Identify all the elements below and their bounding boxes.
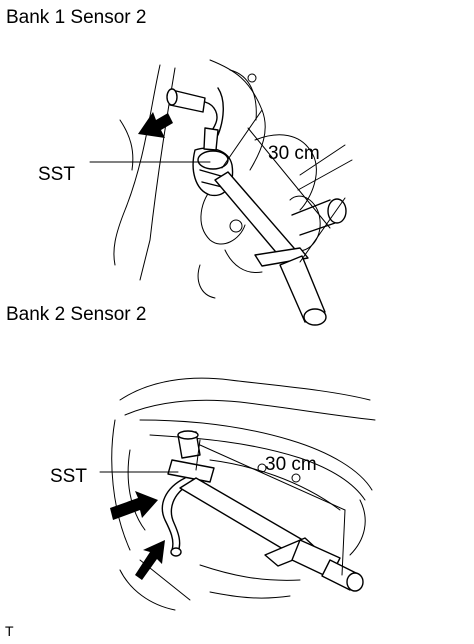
arrow-icon — [138, 112, 173, 138]
sensor-connector — [166, 87, 224, 146]
sst-socket — [167, 430, 215, 483]
torque-wrench — [179, 477, 364, 592]
engine-outline — [111, 377, 376, 611]
bank-2-torque-wrench-illustration: 30 cm SST — [50, 377, 376, 611]
footer-text: T — [5, 623, 14, 639]
bank-1-torque-wrench-illustration: 30 cm SST — [38, 59, 353, 326]
sensor-wire — [161, 477, 191, 557]
dimension-marker: 30 cm — [221, 109, 346, 263]
bank-2-sensor-2-caption: Bank 2 Sensor 2 — [6, 304, 147, 325]
sst-callout: SST — [50, 466, 179, 487]
dimension-marker: 30 cm — [195, 439, 346, 576]
bank-1-sensor-2-caption: Bank 1 Sensor 2 — [6, 7, 147, 28]
arrow-icon — [135, 540, 165, 580]
arrow-icon — [110, 491, 158, 520]
engine-outline — [113, 59, 353, 299]
torque-wrench — [214, 171, 327, 326]
sst-label: SST — [50, 466, 87, 487]
sst-callout: SST — [38, 161, 211, 185]
exhaust-pipe — [291, 198, 347, 236]
sst-label: SST — [38, 164, 75, 185]
dimension-label: 30 cm — [268, 143, 320, 164]
dimension-label: 30 cm — [265, 454, 317, 475]
